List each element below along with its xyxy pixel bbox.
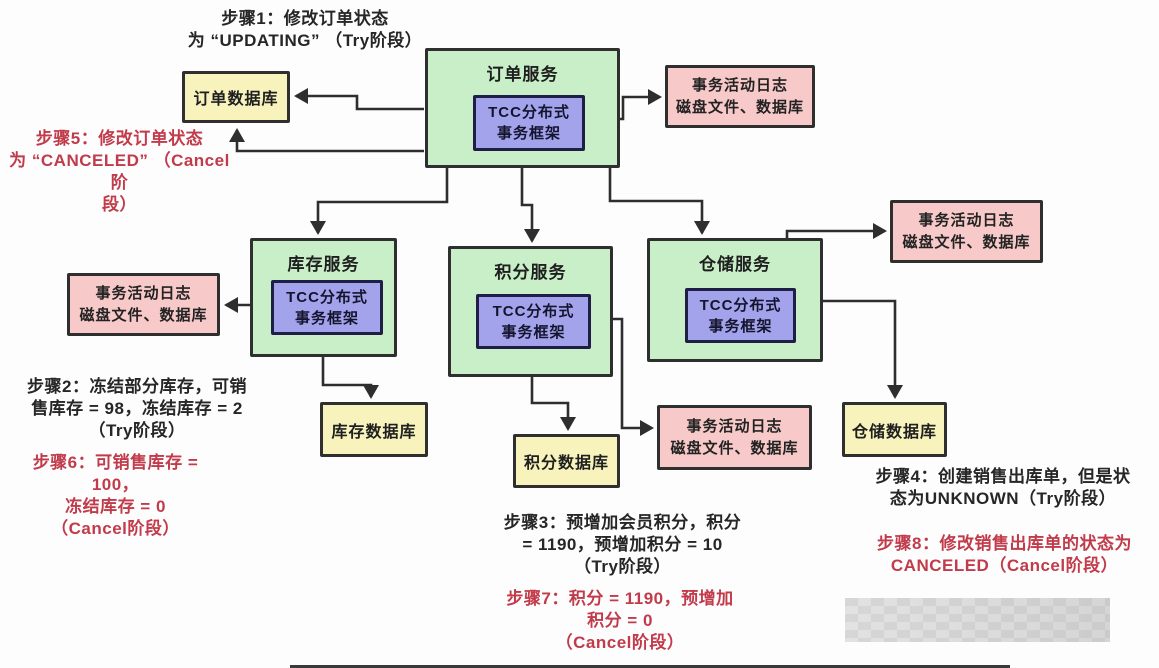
step-line: 步骤1：修改订单状态 [221,9,389,28]
log-line: 事务活动日志 [691,76,788,94]
order-service-box: 订单服务 TCC分布式 事务框架 [425,48,620,168]
tcc-framework-line: TCC分布式 [286,288,368,306]
step-line: 步骤5：修改订单状态 [35,129,204,148]
step4-annotation: 步骤4：创建销售出库单，但是状 态为UNKNOWN（Try阶段） [858,466,1148,510]
step-line: 步骤2：冻结部分库存，可销 [27,377,247,396]
warehouse-tcc-framework-box: TCC分布式 事务框架 [685,288,796,343]
order-tcc-framework-box: TCC分布式 事务框架 [473,95,585,151]
step-line: （Try阶段） [573,557,672,576]
step8-annotation: 步骤8：修改销售出库单的状态为 CANCELED（Cancel阶段） [862,533,1147,577]
step-line: 冻结库存 = 0 [65,497,166,516]
order-service-label: 订单服务 [486,65,559,84]
log-line: 磁盘文件、数据库 [670,439,799,457]
warehouse-service-box: 仓储服务 TCC分布式 事务框架 [647,238,823,362]
step-line: （Try阶段） [88,421,186,440]
step-line: 售库存 = 98，冻结库存 = 2 [31,399,243,418]
inventory-transaction-log-box: 事务活动日志 磁盘文件、数据库 [67,273,220,336]
step-line: （Cancel阶段） [51,519,180,538]
step7-annotation: 步骤7：积分 = 1190，预增加 积分 = 0 （Cancel阶段） [500,588,740,654]
step-line: = 1190，预增加积分 = 10 [522,535,723,554]
log-line: 事务活动日志 [918,211,1015,229]
inventory-database-box: 库存数据库 [320,402,428,457]
points-database-box: 积分数据库 [513,434,620,488]
step1-annotation: 步骤1：修改订单状态 为 “UPDATING” （Try阶段） [175,8,435,52]
log-line: 磁盘文件、数据库 [675,98,804,116]
inventory-tcc-framework-box: TCC分布式 事务框架 [271,280,383,335]
step3-annotation: 步骤3：预增加会员积分，积分 = 1190，预增加积分 = 10 （Try阶段） [495,512,750,578]
tcc-framework-line: TCC分布式 [492,302,575,320]
points-transaction-log-box: 事务活动日志 磁盘文件、数据库 [657,405,812,470]
step2-annotation: 步骤2：冻结部分库存，可销 售库存 = 98，冻结库存 = 2 （Try阶段） [22,376,252,442]
step-line: （Cancel阶段） [555,633,685,652]
tcc-framework-line: TCC分布式 [488,104,570,121]
step-line: 步骤4：创建销售出库单，但是状 [875,467,1131,486]
inventory-service-label: 库存服务 [287,255,360,274]
step6-annotation: 步骤6：可销售库存 = 100， 冻结库存 = 0 （Cancel阶段） [8,452,223,540]
bottom-divider-line [290,665,1010,668]
tcc-framework-line: 事务框架 [708,317,773,335]
points-tcc-framework-box: TCC分布式 事务框架 [476,294,591,349]
log-line: 磁盘文件、数据库 [902,233,1031,251]
blurred-watermark [845,598,1110,642]
points-service-box: 积分服务 TCC分布式 事务框架 [448,246,613,377]
step-line: 步骤3：预增加会员积分，积分 [503,513,742,532]
tcc-framework-line: 事务框架 [501,323,566,341]
order-database-box: 订单数据库 [182,71,290,123]
step-line: 步骤6：可销售库存 = 100， [32,453,199,494]
warehouse-service-label: 仓储服务 [699,255,771,274]
step-line: 为 “CANCELED” （Cancel阶 [9,151,230,192]
tcc-framework-line: TCC分布式 [699,296,782,314]
tcc-framework-line: 事务框架 [294,309,359,327]
step-line: 态为UNKNOWN（Try阶段） [889,489,1117,508]
points-service-label: 积分服务 [494,263,567,282]
warehouse-transaction-log-box: 事务活动日志 磁盘文件、数据库 [890,200,1043,263]
step-line: 为 “UPDATING” （Try阶段） [187,31,423,50]
step-line: 积分 = 0 [587,611,653,630]
tcc-framework-line: 事务框架 [496,125,561,142]
log-line: 事务活动日志 [95,284,192,302]
step-line: 步骤8：修改销售出库单的状态为 [877,534,1132,553]
inventory-service-box: 库存服务 TCC分布式 事务框架 [250,238,397,357]
step-line: 段） [102,195,137,214]
order-transaction-log-box: 事务活动日志 磁盘文件、数据库 [665,65,815,128]
log-line: 事务活动日志 [686,417,783,435]
step5-annotation: 步骤5：修改订单状态 为 “CANCELED” （Cancel阶 段） [2,128,237,216]
step-line: 步骤7：积分 = 1190，预增加 [506,589,734,608]
step-line: CANCELED（Cancel阶段） [890,556,1119,575]
warehouse-database-box: 仓储数据库 [842,402,947,457]
log-line: 磁盘文件、数据库 [79,306,208,324]
